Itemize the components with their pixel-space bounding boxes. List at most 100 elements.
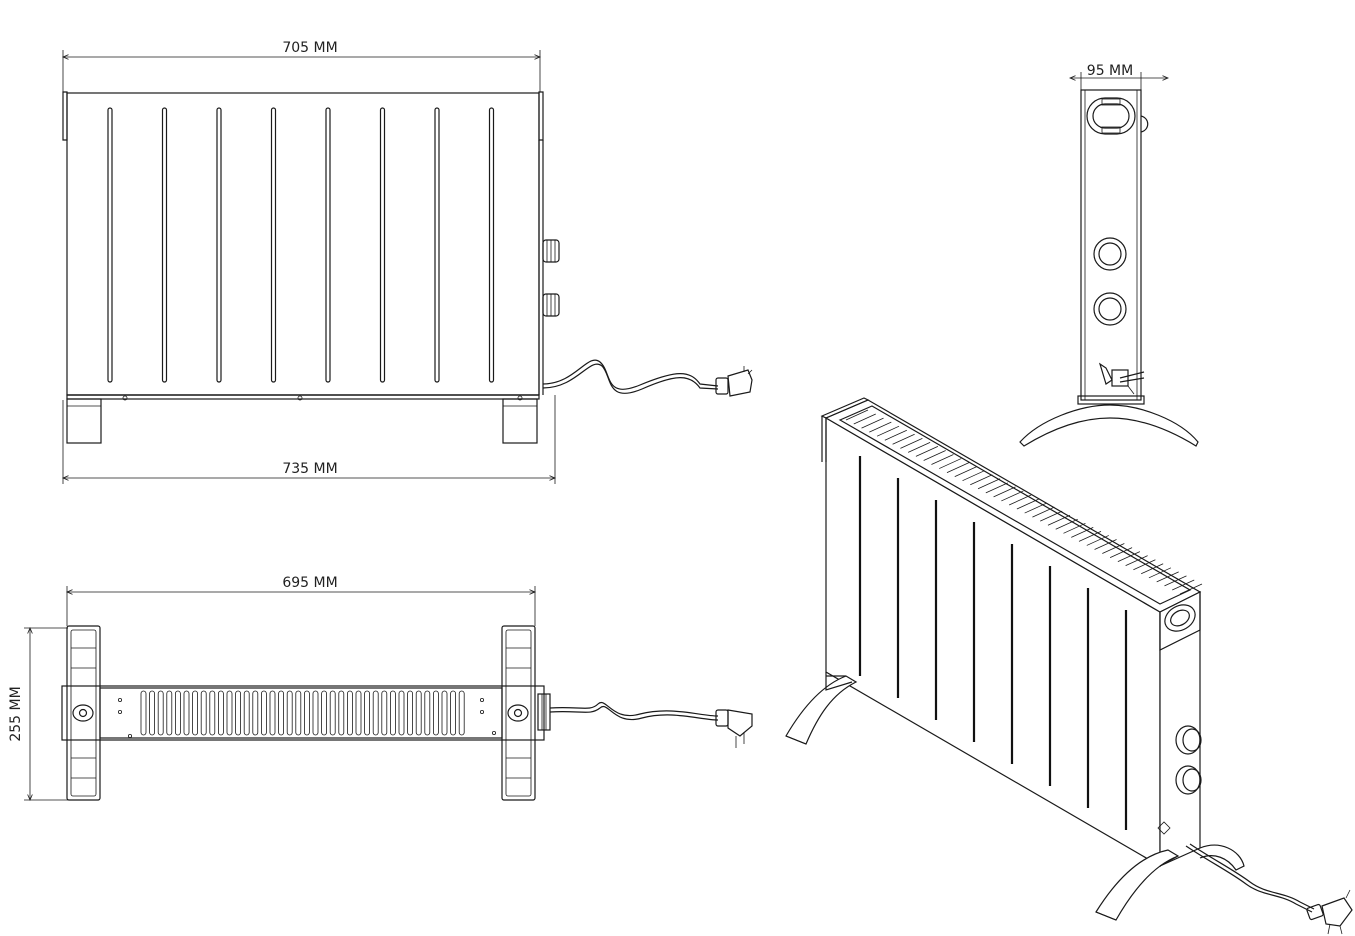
grille-slot <box>364 690 371 736</box>
grille-slot <box>183 690 190 736</box>
iso-top-slat <box>892 433 915 445</box>
grille-slot <box>355 690 362 736</box>
bottom-left-foot <box>66 625 101 801</box>
iso-top-slat <box>1024 502 1047 514</box>
iso-top-slat <box>1086 535 1109 546</box>
iso-top-slat <box>845 409 869 421</box>
dim-bottom-depth: 255 MM <box>8 686 24 741</box>
grille-slot <box>329 690 336 736</box>
grille-slot <box>312 690 319 736</box>
front-slot <box>434 107 440 383</box>
iso-top-slat <box>1102 543 1125 554</box>
iso-top-slat <box>1040 510 1063 522</box>
iso-power-cable <box>1185 843 1353 935</box>
dim-bottom-width: 695 MM <box>282 575 337 591</box>
front-slot <box>488 107 495 383</box>
iso-top-slat <box>1078 531 1102 542</box>
iso-top-slat <box>939 458 962 469</box>
grille-slot <box>407 690 414 736</box>
side-thermostat-knob <box>1093 237 1127 271</box>
iso-front-slots <box>858 456 1128 830</box>
grille-slot <box>243 690 250 736</box>
grille-slot <box>278 690 285 736</box>
iso-top-slat <box>985 482 1008 494</box>
dim-side-depth: 95 MM <box>1087 63 1133 79</box>
grille-slot <box>217 690 224 736</box>
grille-slot <box>149 690 156 736</box>
grille-slot <box>260 690 267 736</box>
grille-slot <box>346 690 353 736</box>
front-view: 705 MM <box>63 40 753 484</box>
bottom-power-cable <box>549 701 753 748</box>
iso-top-slat <box>954 466 977 478</box>
front-slots <box>107 107 495 383</box>
front-slot <box>161 107 168 383</box>
iso-top-slat <box>1133 559 1156 571</box>
iso-top-slat <box>869 421 892 433</box>
iso-top-slat <box>1140 563 1164 575</box>
iso-top-slat <box>946 462 970 473</box>
grille-slot <box>140 690 147 736</box>
iso-top-slat <box>1063 522 1086 534</box>
bottom-right-foot <box>501 625 536 801</box>
grille-slot <box>209 690 216 736</box>
grille-slot <box>303 690 310 736</box>
front-slot <box>270 107 277 383</box>
grille-slot <box>432 690 439 736</box>
grille-slot <box>157 690 164 736</box>
iso-top-slat <box>884 429 908 441</box>
iso-top-slat <box>977 478 1001 490</box>
iso-top-slat <box>1055 518 1078 530</box>
isometric-view <box>785 397 1353 935</box>
bottom-grille <box>140 690 465 736</box>
front-slot <box>379 107 386 383</box>
grille-slot <box>381 690 388 736</box>
grille-slot <box>235 690 242 736</box>
iso-top-slat <box>1071 526 1094 538</box>
iso-top-slat <box>1148 567 1172 579</box>
power-knob <box>542 293 560 317</box>
grille-slot <box>321 690 328 736</box>
grille-slot <box>166 690 173 736</box>
grille-slot <box>252 690 259 736</box>
iso-thermostat-knob <box>1175 725 1202 755</box>
iso-top-slat <box>1156 571 1179 583</box>
grille-slot <box>226 690 233 736</box>
iso-top-slat <box>1047 514 1071 526</box>
iso-power-knob <box>1175 765 1202 795</box>
iso-top-slat <box>876 425 900 437</box>
iso-top-slat <box>970 474 993 486</box>
iso-top-slat <box>1001 490 1024 502</box>
iso-top-slat <box>853 413 876 425</box>
iso-top-slat <box>1032 506 1055 518</box>
iso-top-slat <box>1008 494 1032 506</box>
iso-top-slat <box>1117 551 1141 562</box>
iso-top-slat <box>1164 575 1187 587</box>
dim-top-width: 705 MM <box>282 40 337 56</box>
right-foot <box>502 398 538 444</box>
iso-top-slat <box>1125 555 1148 567</box>
grille-slot <box>450 690 457 736</box>
iso-right-foot <box>1095 844 1245 921</box>
grille-slot <box>441 690 448 736</box>
left-foot <box>66 398 102 444</box>
grille-slot <box>295 690 302 736</box>
iso-top-slat <box>900 437 923 449</box>
side-view: 95 MM <box>1019 63 1199 447</box>
iso-left-foot <box>785 672 858 745</box>
grille-slot <box>269 690 276 736</box>
grille-slot <box>398 690 405 736</box>
grille-slot <box>286 690 293 736</box>
iso-top-slat <box>1016 498 1040 510</box>
front-slot <box>107 107 113 383</box>
iso-top-slat <box>1094 539 1117 550</box>
iso-top-slat <box>1172 579 1195 591</box>
iso-top-grille <box>845 409 1203 595</box>
grille-slot <box>174 690 181 736</box>
thermostat-knob <box>542 239 560 263</box>
iso-top-slat <box>993 486 1016 498</box>
grille-slot <box>424 690 431 736</box>
grille-slot <box>389 690 396 736</box>
dim-overall-width: 735 MM <box>282 461 337 477</box>
